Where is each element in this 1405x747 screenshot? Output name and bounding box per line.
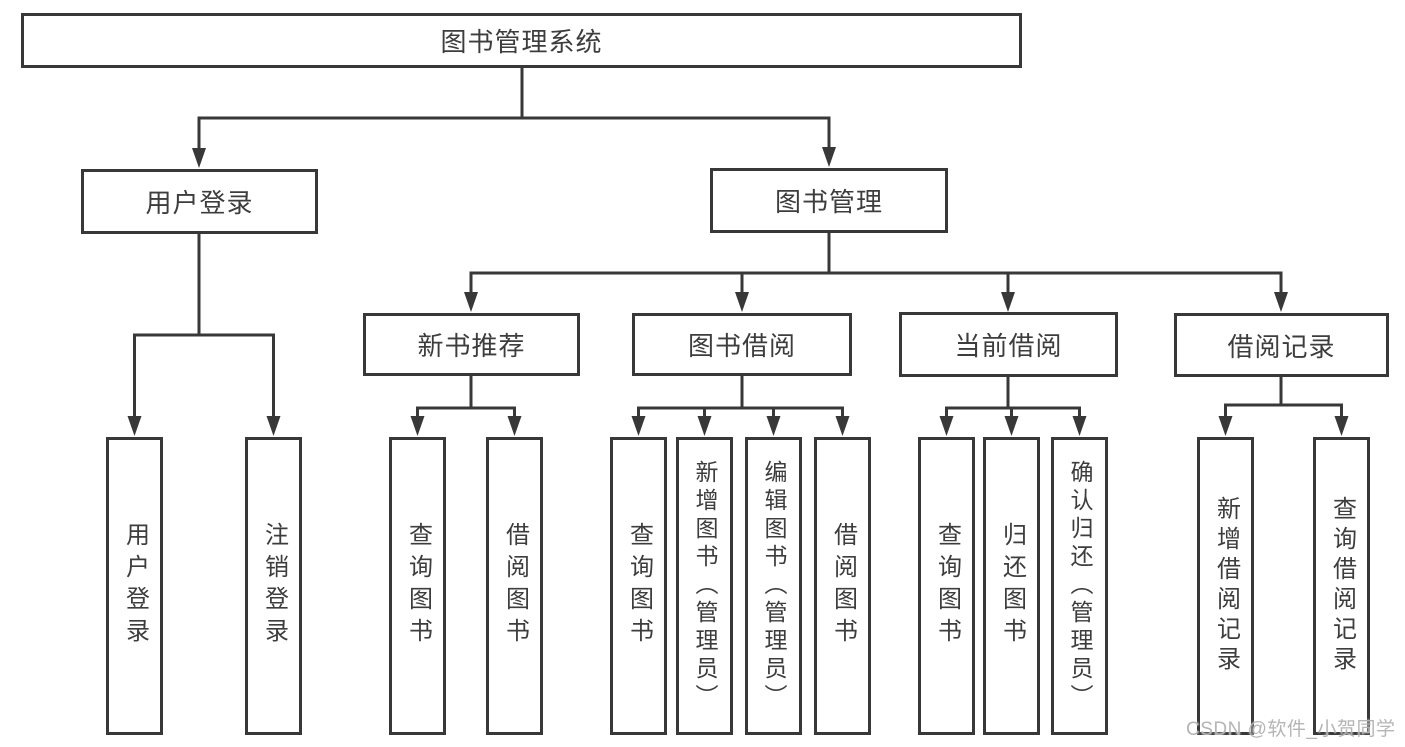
node-label: 用户登录 [145,188,254,218]
node-label: 查询图书 [933,522,961,650]
node-new-book-recommend: 新书推荐 [363,313,580,376]
leaf-borrow-borrow-books: 借阅图书 [814,437,871,735]
node-label: 编辑图书（管理员） [761,460,787,712]
node-label: 图书借阅 [687,331,796,361]
node-label: 借阅记录 [1227,331,1336,362]
node-label: 当前借阅 [954,331,1063,361]
node-label: 图书管理 [774,187,883,217]
leaf-recommend-query-books: 查询图书 [389,437,446,735]
leaf-current-query-books: 查询图书 [918,437,975,735]
leaf-current-return-books: 归还图书 [983,437,1040,735]
node-label: 新书推荐 [417,331,526,361]
node-label: 注销登录 [260,522,288,650]
node-label: 新增借阅记录 [1212,496,1240,676]
leaf-records-add-record: 新增借阅记录 [1197,437,1254,735]
leaf-current-confirm-return-admin: 确认归还（管理员） [1051,437,1108,735]
node-label: 查询图书 [625,522,653,650]
leaf-borrow-add-books-admin: 新增图书（管理员） [676,437,733,735]
node-library-system: 图书管理系统 [21,13,1022,68]
node-label: 借阅图书 [829,522,857,650]
leaf-logout-login: 注销登录 [245,437,302,735]
leaf-recommend-borrow-books: 借阅图书 [486,437,543,735]
leaf-records-query-record: 查询借阅记录 [1313,437,1370,735]
node-book-borrow: 图书借阅 [632,313,852,376]
watermark-text: CSDN @软件_小贺同学 [1186,719,1396,740]
node-label: 查询借阅记录 [1328,496,1356,676]
leaf-borrow-query-books: 查询图书 [610,437,667,735]
node-current-borrow: 当前借阅 [899,312,1118,377]
node-label: 新增图书（管理员） [692,460,718,712]
leaf-borrow-edit-books-admin: 编辑图书（管理员） [745,437,802,735]
node-label: 图书管理系统 [440,27,603,57]
node-label: 用户登录 [121,522,149,650]
node-label: 归还图书 [998,522,1026,650]
node-book-management: 图书管理 [710,168,948,233]
node-user-login: 用户登录 [81,169,318,234]
node-label: 查询图书 [404,522,432,650]
leaf-user-login: 用户登录 [106,437,163,735]
node-label: 确认归还（管理员） [1067,460,1093,712]
node-borrow-records: 借阅记录 [1174,313,1389,377]
node-label: 借阅图书 [501,522,529,650]
